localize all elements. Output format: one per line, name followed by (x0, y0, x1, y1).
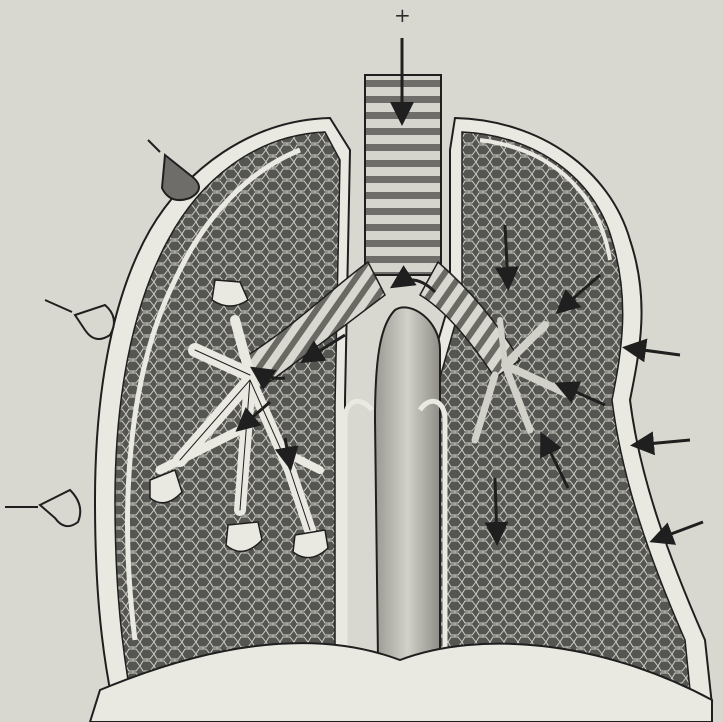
arrow-icon (636, 440, 690, 445)
right-lung-tissue (428, 132, 690, 690)
mediastinum (345, 307, 445, 660)
esophagus (375, 307, 440, 660)
funnel-icon (162, 155, 199, 200)
funnel-icon (75, 305, 114, 339)
arrow-icon (495, 478, 497, 540)
top-plus-sign: + (394, 3, 411, 27)
funnel-icon (40, 490, 80, 526)
left-inner-pleura (345, 401, 372, 660)
right-lung (415, 118, 712, 705)
